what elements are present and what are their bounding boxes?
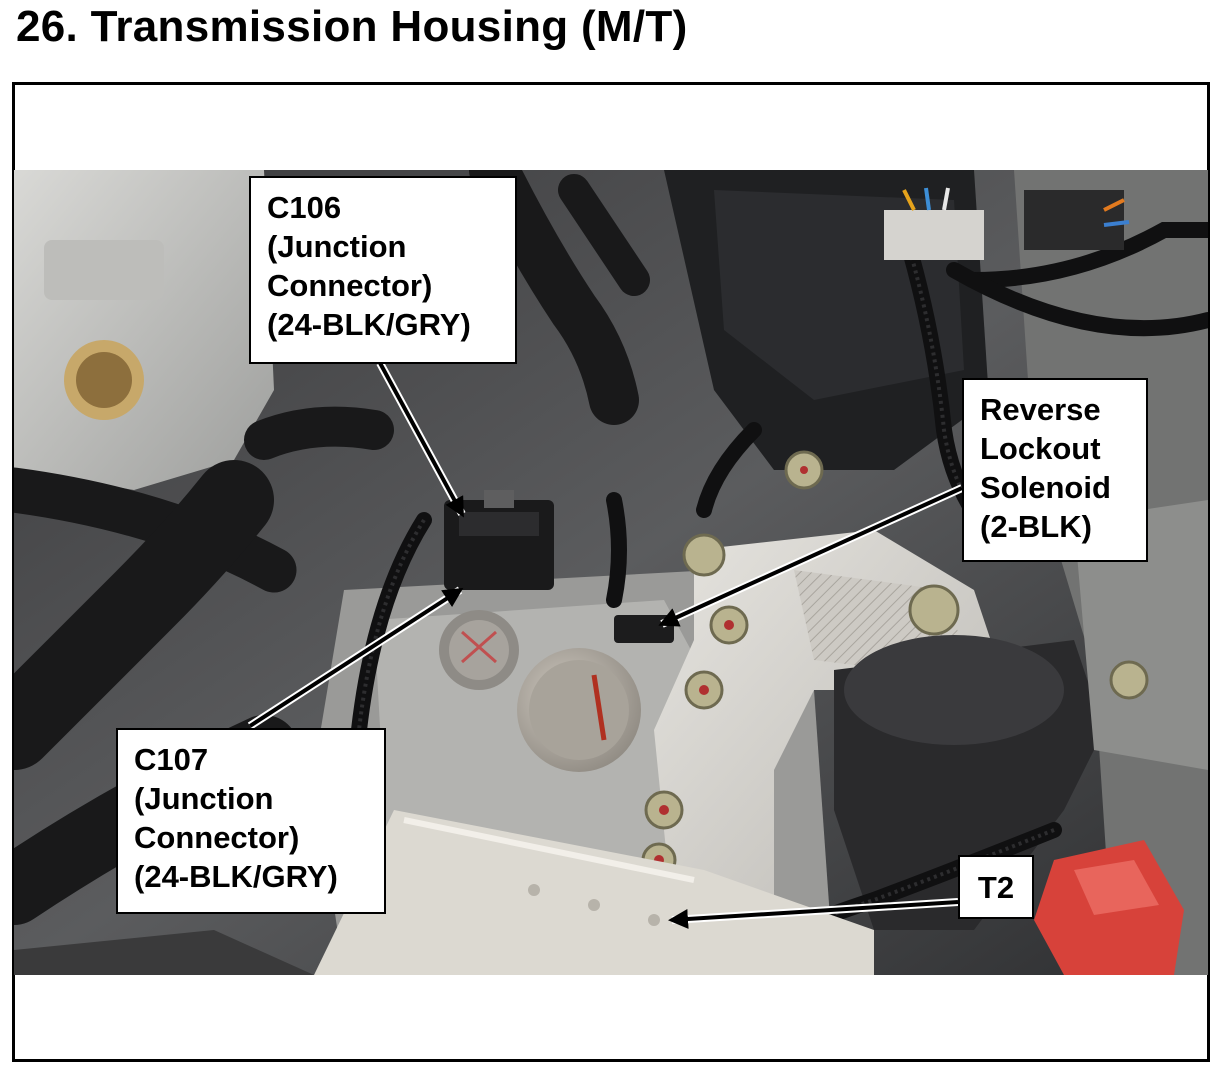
callout-reverse-line-3: Solenoid bbox=[980, 470, 1111, 505]
callout-c106-line-2: (Junction bbox=[267, 229, 407, 264]
callout-c106-id: C106 bbox=[267, 190, 342, 225]
callout-c107: C107 (Junction Connector) (24-BLK/GRY) bbox=[116, 728, 386, 914]
callout-reverse-line-1: Reverse bbox=[980, 392, 1101, 427]
callout-c107-line-2: (Junction bbox=[134, 781, 274, 816]
callout-c106: C106 (Junction Connector) (24-BLK/GRY) bbox=[249, 176, 517, 364]
callout-c107-id: C107 bbox=[134, 742, 209, 777]
callout-t2-id: T2 bbox=[977, 870, 1015, 905]
page-title: 26. Transmission Housing (M/T) bbox=[16, 2, 688, 51]
callout-reverse-lockout-solenoid: Reverse Lockout Solenoid (2-BLK) bbox=[962, 378, 1148, 562]
callout-c106-line-3: Connector) bbox=[267, 268, 433, 303]
callout-c107-line-3: Connector) bbox=[134, 820, 300, 855]
callout-reverse-line-4: (2-BLK) bbox=[980, 509, 1092, 544]
callout-c106-line-4: (24-BLK/GRY) bbox=[267, 307, 471, 342]
callout-reverse-line-2: Lockout bbox=[980, 431, 1101, 466]
callout-t2: T2 bbox=[958, 855, 1034, 919]
callout-c107-line-4: (24-BLK/GRY) bbox=[134, 859, 338, 894]
